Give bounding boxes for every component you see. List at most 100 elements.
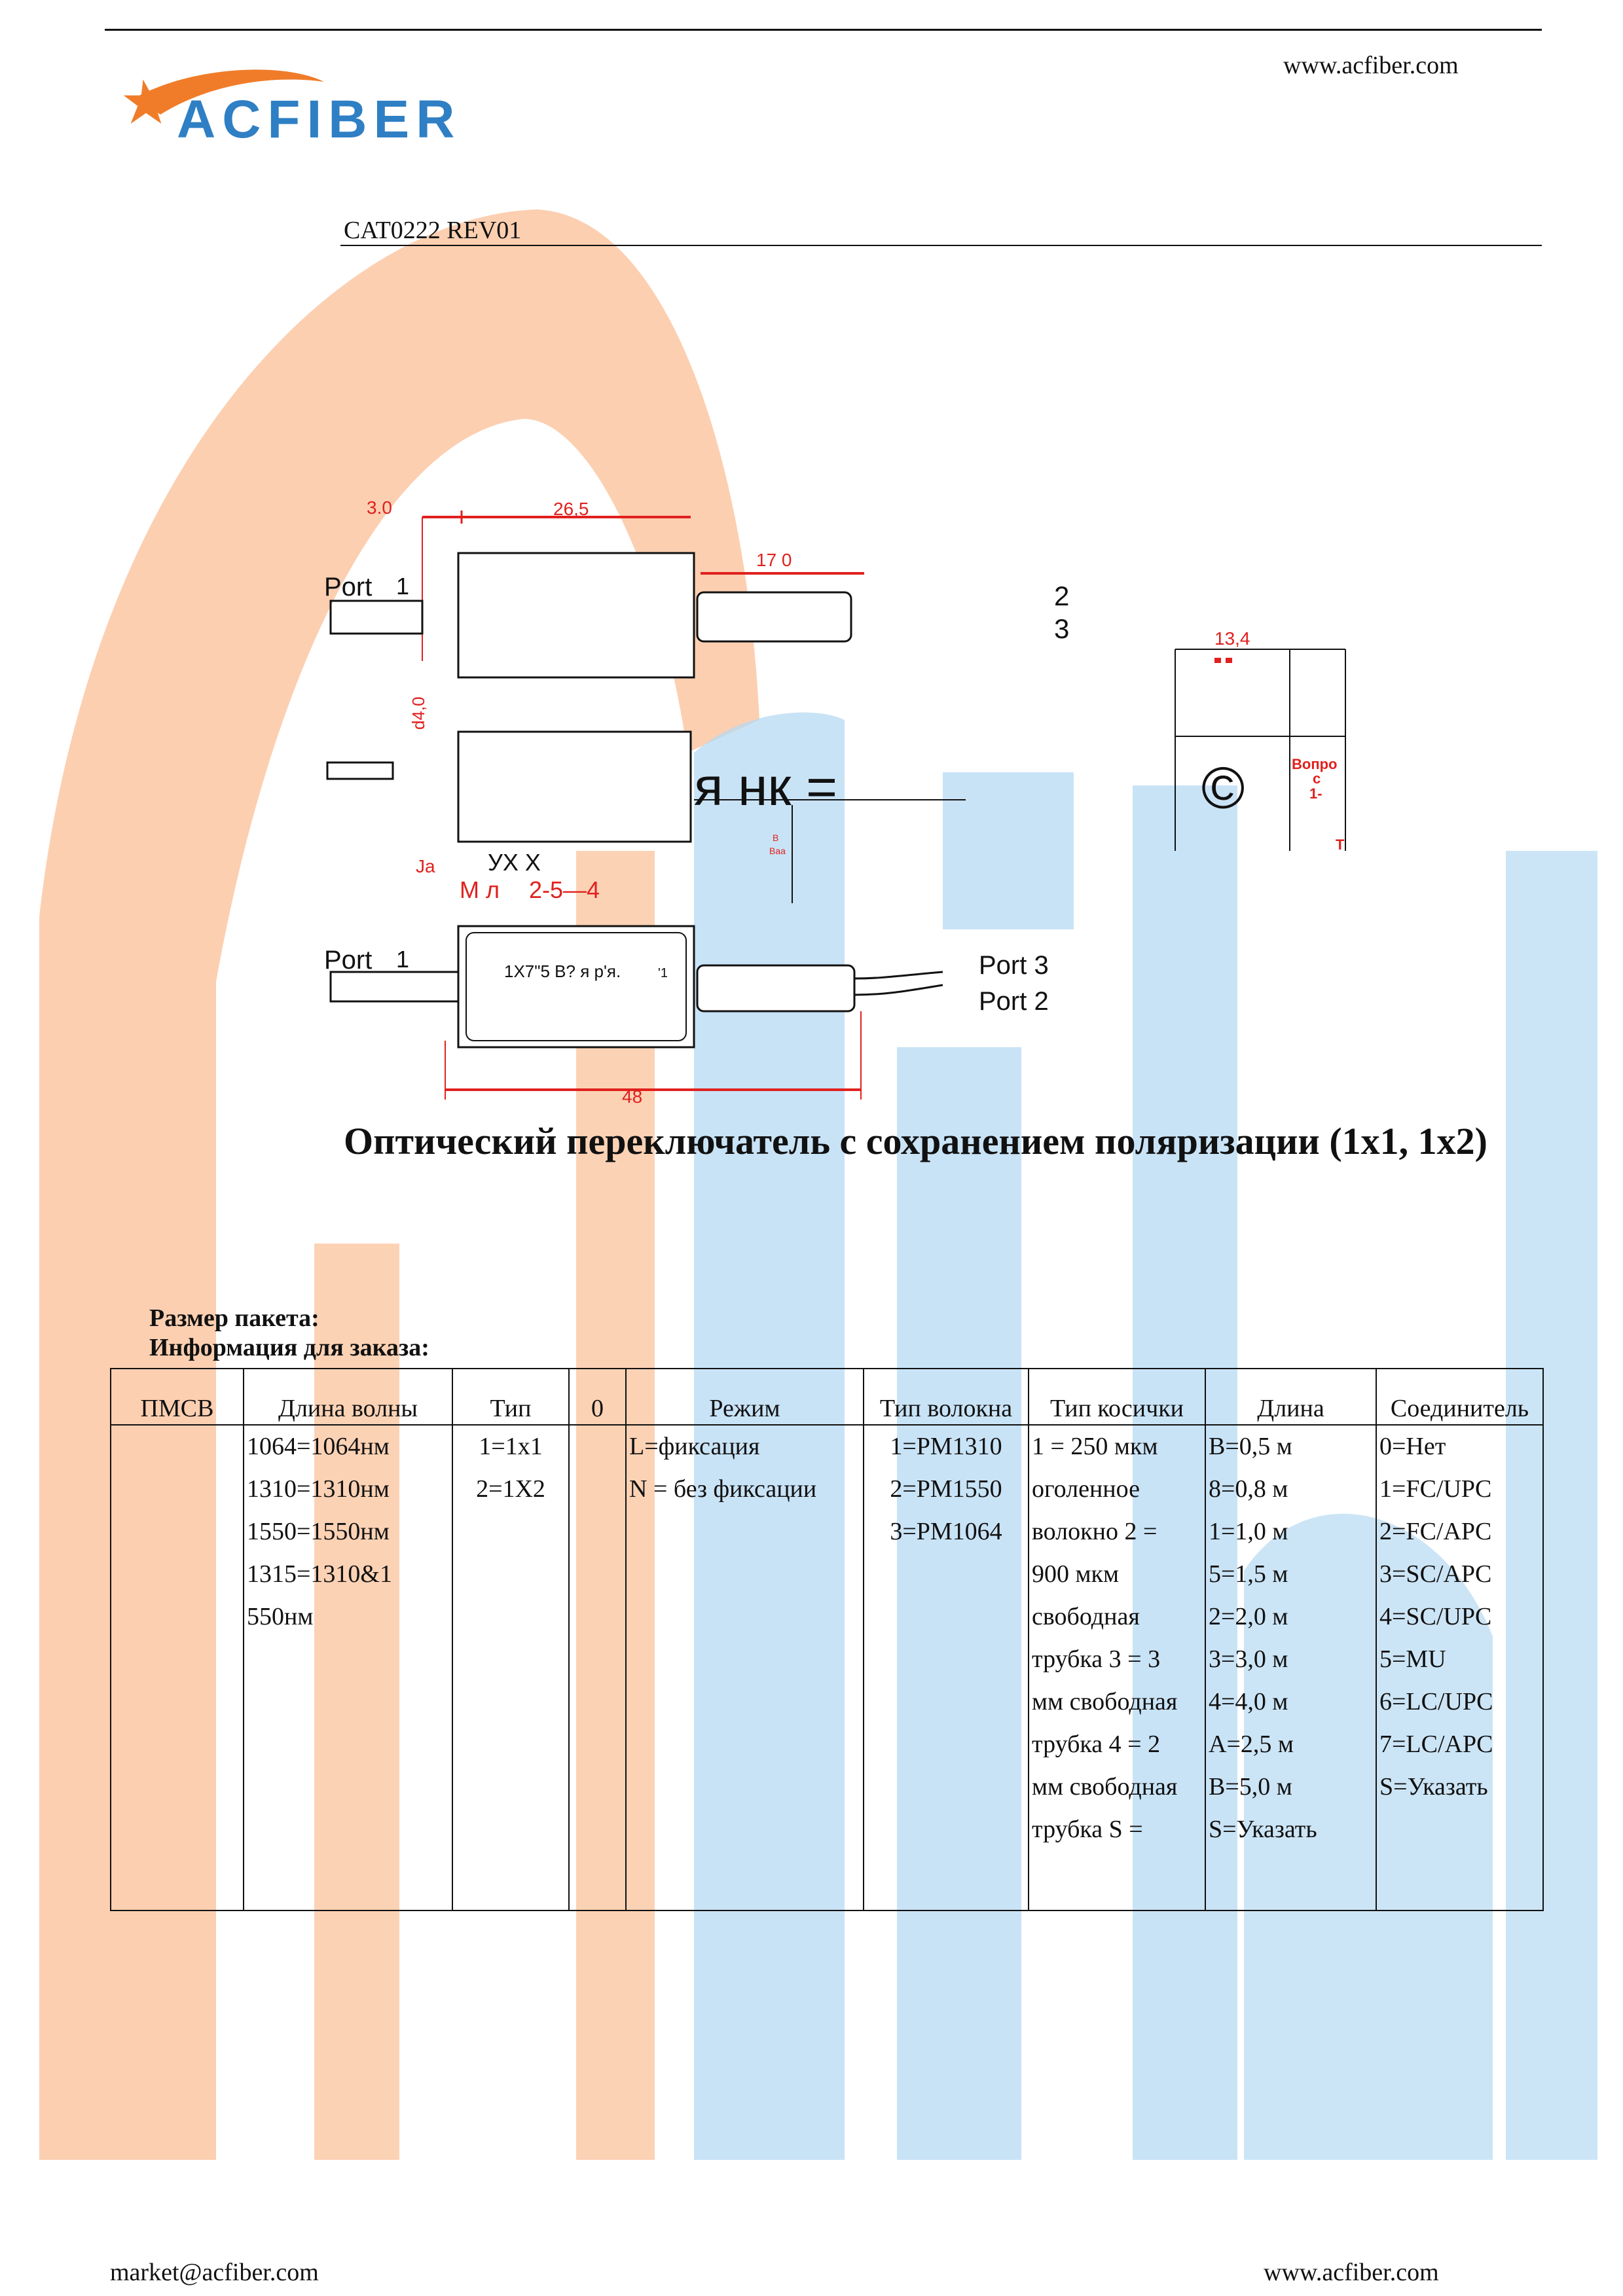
list-item: S=Указать <box>1209 1816 1317 1843</box>
list-item: 1=1x1 <box>479 1433 543 1460</box>
list-item: свободная <box>1032 1603 1140 1630</box>
port-3-num-top: 3 <box>1054 613 1069 644</box>
side-text-a: Вопро <box>1292 756 1338 772</box>
list-item: 1310=1310нм <box>247 1475 390 1503</box>
list-item: S=Указать <box>1379 1773 1488 1801</box>
dim-17-0: 17 0 <box>756 550 792 570</box>
cell-zero <box>568 1424 627 1911</box>
list-item: 0=Нет <box>1379 1433 1446 1460</box>
cell-mode: L=фиксация N = без фиксации <box>625 1424 864 1911</box>
list-item: 6=LC/UPC <box>1379 1688 1493 1715</box>
list-item: трубка 4 = 2 <box>1032 1731 1161 1758</box>
drawing-small-b: В <box>773 833 778 843</box>
list-item: волокно 2 = <box>1032 1518 1158 1545</box>
order-table: ПМСВ Длина волны Тип 0 Режим Тип волокна… <box>110 1368 1544 1911</box>
list-item: 1550=1550нм <box>247 1518 390 1545</box>
cell-connector: 0=Нет 1=FC/UPC 2=FC/APC 3=SC/APC 4=SC/UP… <box>1376 1424 1544 1911</box>
side-text-b: с <box>1313 770 1321 787</box>
list-item: 7=LC/APC <box>1379 1731 1493 1758</box>
doc-code: CAT0222 REV01 <box>344 217 522 244</box>
list-item: 3=SC/APC <box>1379 1560 1492 1588</box>
drawing-small-254: 2-5—4 <box>529 876 600 903</box>
list-item: B=5,0 м <box>1209 1773 1292 1801</box>
col-header-fiber-type: Тип волокна <box>863 1368 1029 1426</box>
list-item: 1=1,0 м <box>1209 1518 1288 1545</box>
drawing-small-baa: Ваа <box>769 846 786 856</box>
drawing-overlay-text: я нк = <box>694 757 837 817</box>
list-item: мм свободная <box>1032 1773 1178 1801</box>
list-item: 1=PM1310 <box>890 1433 1002 1460</box>
dim-13-4: 13,4 <box>1214 628 1250 649</box>
header-url[interactable]: www.acfiber.com <box>1283 52 1459 79</box>
footer-url[interactable]: www.acfiber.com <box>1264 2259 1439 2286</box>
list-item: 3=3,0 м <box>1209 1645 1288 1673</box>
cell-pigtail-type: 1 = 250 мкм оголенное волокно 2 = 900 мк… <box>1028 1424 1206 1911</box>
header-top-rule <box>105 29 1542 31</box>
port-1-num-top: 1 <box>396 573 409 600</box>
drawing-small-ja: Ja <box>416 856 435 876</box>
list-item: 5=1,5 м <box>1209 1560 1288 1588</box>
list-item: A=2,5 м <box>1209 1731 1294 1758</box>
dim-d4-0: d4,0 <box>409 696 428 730</box>
col-header-mode: Режим <box>625 1368 864 1426</box>
list-item: 1=FC/UPC <box>1379 1475 1492 1503</box>
list-item: 1315=1310&1 <box>247 1560 392 1588</box>
list-item: трубка 3 = 3 <box>1032 1645 1161 1673</box>
box-label-text: 1Х7"5 В? я р'я. <box>504 961 621 981</box>
dim-3-0: 3.0 <box>367 497 392 518</box>
list-item: 2=FC/APC <box>1379 1518 1492 1545</box>
port-1-num-bottom: 1 <box>396 946 409 973</box>
list-item: 900 мкм <box>1032 1560 1120 1588</box>
side-text-c: 1- <box>1309 785 1322 802</box>
list-item: оголенное <box>1032 1475 1140 1503</box>
cell-length: B=0,5 м 8=0,8 м 1=1,0 м 5=1,5 м 2=2,0 м … <box>1205 1424 1377 1911</box>
list-item: 2=PM1550 <box>890 1475 1002 1503</box>
cell-type: 1=1x1 2=1X2 <box>452 1424 570 1911</box>
list-item: 550нм <box>247 1603 314 1630</box>
port-2-num-top: 2 <box>1054 581 1069 611</box>
col-header-wavelength: Длина волны <box>243 1368 453 1426</box>
box-label-text-b: '1 <box>658 966 668 980</box>
dim-26-5: 26,5 <box>553 499 589 519</box>
col-header-connector: Соединитель <box>1376 1368 1544 1426</box>
header-bottom-rule <box>340 245 1542 246</box>
dimension-drawing: 3.0 26,5 17 0 Port 1 2 3 d4,0 я нк = В В… <box>324 497 1346 1107</box>
logo-text: ACFIBER <box>177 90 461 149</box>
port-1-label-top: Port <box>324 573 372 601</box>
table-row: 1064=1064нм 1310=1310нм 1550=1550нм 1315… <box>110 1424 1544 1911</box>
list-item: 8=0,8 м <box>1209 1475 1288 1503</box>
footer-email[interactable]: market@acfiber.com <box>110 2259 319 2286</box>
cell-pmsv <box>110 1424 244 1911</box>
cell-fiber-type: 1=PM1310 2=PM1550 3=PM1064 <box>863 1424 1029 1911</box>
list-item: 4=4,0 м <box>1209 1688 1288 1715</box>
acfiber-logo: ACFIBER <box>123 69 461 149</box>
list-item: 2=1X2 <box>476 1475 545 1503</box>
side-text-d: Т <box>1336 836 1345 853</box>
col-header-length: Длина <box>1205 1368 1377 1426</box>
order-info-label: Информация для заказа: <box>149 1334 429 1361</box>
page-title: Оптический переключатель с сохранением п… <box>344 1120 1487 1162</box>
copyright-symbol: © <box>1201 756 1245 821</box>
dim-48: 48 <box>622 1086 642 1107</box>
col-header-zero: 0 <box>568 1368 627 1426</box>
order-table-header: ПМСВ Длина волны Тип 0 Режим Тип волокна… <box>110 1368 1544 1426</box>
port-1-label-bottom: Port <box>324 946 372 975</box>
col-header-pmsv: ПМСВ <box>110 1368 244 1426</box>
list-item: 3=PM1064 <box>890 1518 1002 1545</box>
port-3-label-bottom: Port 3 <box>979 951 1049 980</box>
list-item: 4=SC/UPC <box>1379 1603 1492 1630</box>
list-item: 1064=1064нм <box>247 1433 390 1460</box>
list-item: 2=2,0 м <box>1209 1603 1288 1630</box>
list-item: трубка S = <box>1032 1816 1143 1843</box>
list-item: 1 = 250 мкм <box>1032 1433 1158 1460</box>
drawing-small-yxx: УХ Х <box>488 849 541 876</box>
list-item: 5=MU <box>1379 1645 1446 1673</box>
list-item: N = без фиксации <box>629 1475 817 1503</box>
list-item: B=0,5 м <box>1209 1433 1292 1460</box>
cell-wavelength: 1064=1064нм 1310=1310нм 1550=1550нм 1315… <box>243 1424 453 1911</box>
list-item: L=фиксация <box>629 1433 760 1460</box>
port-2-label-bottom: Port 2 <box>979 987 1049 1016</box>
col-header-type: Тип <box>452 1368 570 1426</box>
list-item: мм свободная <box>1032 1688 1178 1715</box>
package-size-label: Размер пакета: <box>149 1304 319 1332</box>
